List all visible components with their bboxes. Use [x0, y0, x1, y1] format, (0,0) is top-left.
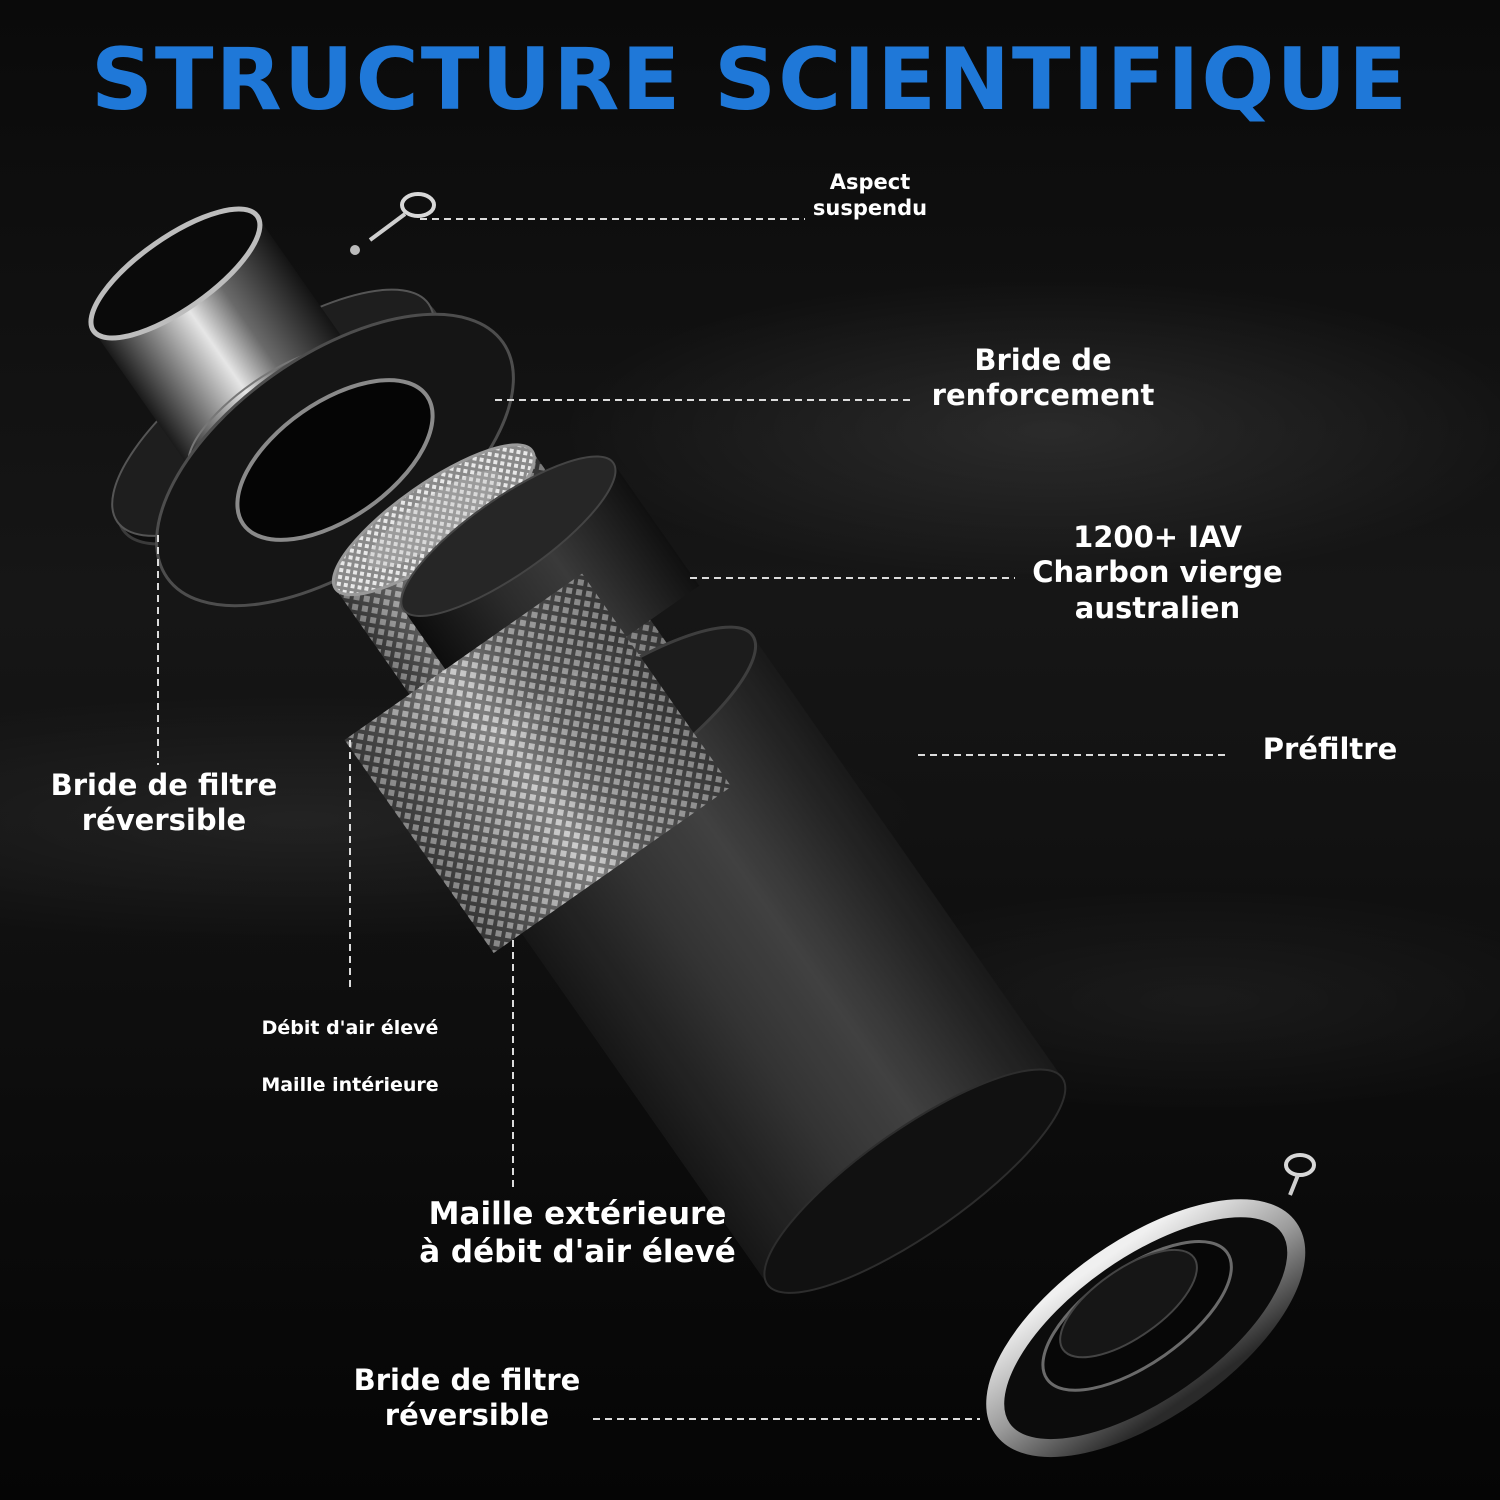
label-hanging: Aspect suspendu	[812, 170, 928, 220]
label-prefilter: Préfiltre	[1262, 732, 1398, 766]
label-flange-left: Bride de filtre réversible	[50, 768, 278, 838]
outer-mesh-band	[344, 573, 732, 953]
label-inner-mesh: Débit d'air élevé Maille intérieure	[261, 1017, 439, 1096]
label-reinforcement: Bride de renforcement	[931, 343, 1155, 413]
label-carbon: 1200+ IAV Charbon vierge australien	[1032, 520, 1283, 625]
hanging-ring	[350, 192, 436, 255]
label-outer-mesh: Maille extérieure à débit d'air élevé	[419, 1196, 736, 1270]
reinforcement-ring	[155, 312, 515, 608]
label-flange-bottom: Bride de filtre réversible	[353, 1363, 581, 1433]
bottom-flange	[986, 1199, 1306, 1458]
page-title: STRUCTURE SCIENTIFIQUE	[90, 30, 1410, 130]
bottom-hanging-ring	[1284, 1153, 1316, 1196]
